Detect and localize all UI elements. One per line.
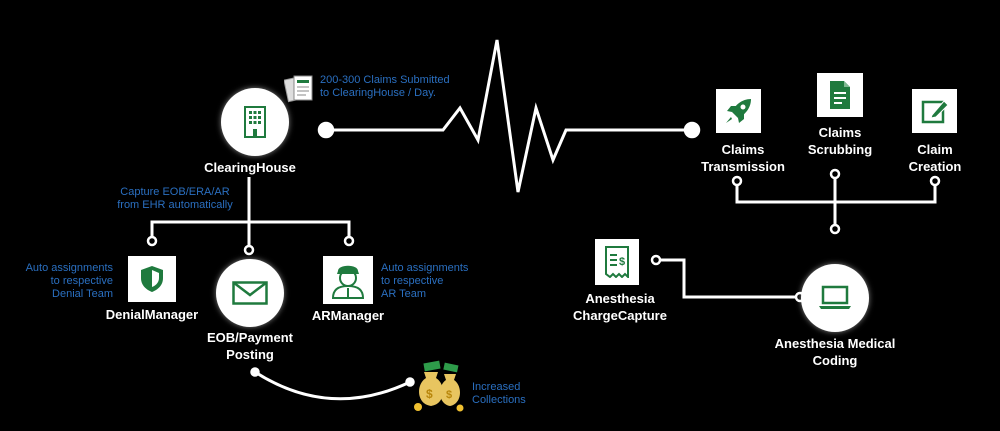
- document-icon: [830, 81, 850, 109]
- eob-posting-node: [216, 259, 284, 327]
- rocket-icon: [726, 99, 751, 123]
- svg-text:$: $: [619, 256, 625, 268]
- building-icon: [244, 106, 266, 138]
- claims-volume-note: 200-300 Claims Submitted to ClearingHous…: [320, 74, 450, 99]
- clearinghouse-label: ClearingHouse: [204, 160, 296, 175]
- svg-text:$: $: [446, 389, 452, 401]
- claims-scrubbing-label: Claims Scrubbing: [807, 125, 873, 157]
- claims-transmission-label: Claims Transmission: [701, 142, 785, 174]
- edit-icon: [921, 100, 949, 124]
- charge-capture-node: $: [595, 239, 639, 285]
- envelope-icon: [232, 281, 268, 305]
- laptop-icon: [819, 285, 851, 309]
- eob-posting-label: EOB/Payment Posting: [207, 330, 293, 362]
- charge-capture-label: Anesthesia ChargeCapture: [573, 291, 667, 323]
- heartbeat-line: [326, 39, 692, 193]
- claims-scrubbing-node: [817, 73, 863, 117]
- medical-coding-label: Anesthesia Medical Coding: [774, 336, 896, 368]
- medical-coding-node: [801, 264, 869, 332]
- shield-icon: [141, 266, 163, 292]
- svg-text:$: $: [426, 387, 433, 401]
- denial-note: Auto assignments to respective Denial Te…: [25, 262, 113, 300]
- denial-manager-label: DenialManager: [105, 307, 199, 322]
- claims-transmission-node: [716, 89, 761, 133]
- documents-icon: [284, 75, 313, 103]
- ar-note: Auto assignments to respective AR Team: [381, 262, 469, 300]
- receipt-icon: $: [605, 246, 629, 278]
- ar-manager-node: [323, 256, 373, 304]
- person-icon: [331, 265, 365, 299]
- capture-note: Capture EOB/ERA/AR from EHR automaticall…: [117, 186, 233, 211]
- claim-creation-node: [912, 89, 957, 133]
- ar-manager-label: ARManager: [311, 308, 385, 323]
- denial-manager-node: [128, 256, 176, 302]
- collections-label: Increased Collections: [472, 381, 526, 406]
- clearinghouse-node: [221, 88, 289, 156]
- money-bags-icon: $ $: [414, 360, 464, 412]
- claim-creation-label: Claim Creation: [908, 142, 962, 174]
